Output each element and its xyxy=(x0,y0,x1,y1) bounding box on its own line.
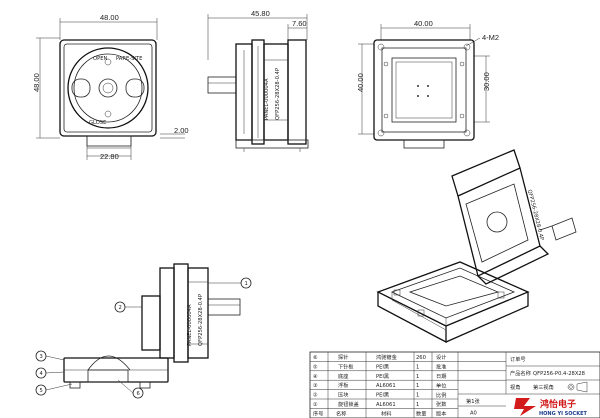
dim-side-width: 45.80 xyxy=(251,9,270,18)
version-value: A0 xyxy=(470,411,477,417)
knob-label-pare: PARE-SITE xyxy=(116,56,142,62)
dim-side-lip: 7.60 xyxy=(292,19,307,28)
part-name-cell: 底座 xyxy=(338,372,348,380)
balloon-2: 2 xyxy=(119,305,122,311)
label-version: 版本 xyxy=(436,410,446,418)
company-logo: 鸿怡电子 HONG YI SOCKET xyxy=(514,398,587,417)
part-no-cell: ① xyxy=(313,402,318,408)
part-name-cell: 浮板 xyxy=(338,381,349,389)
exploded-part-spec: QFP256-28X28-0.4P xyxy=(198,294,204,346)
label-approve: 批准 xyxy=(436,363,446,371)
order-label: 订单号 xyxy=(510,355,526,363)
col-header-no: 序号 xyxy=(313,410,323,418)
label-unit: 单位 xyxy=(436,382,446,390)
part-spec-cell: PEI黑 xyxy=(376,373,389,380)
part-spec-cell: AL6061 xyxy=(376,402,396,408)
part-qty-cell: 1 xyxy=(416,364,419,370)
knob-label-open: OPEN xyxy=(93,56,107,62)
title-block: ⑥ 探针 鸿驰镀金 260 ⑤ 下针板 PEI黑 1 ④ 底座 PEI黑 1 ③ 浮板 AL6061 1 ② 压块… xyxy=(309,351,600,418)
part-name-cell: 探针 xyxy=(338,353,348,361)
part-no-cell: ⑥ xyxy=(313,355,318,361)
label-design: 设计 xyxy=(436,353,446,361)
dim-front-width: 48.00 xyxy=(100,13,119,22)
dim-front-offset: 2.00 xyxy=(174,126,189,135)
part-spec-cell: PEI黑 xyxy=(376,363,389,370)
knob-label-close: GLOSE xyxy=(89,120,106,126)
isometric-view: QFP256-28X28-0.4P xyxy=(376,149,577,344)
side-part-code: PANEL-000004A xyxy=(264,78,270,120)
logo-cn: 鸿怡电子 xyxy=(540,398,576,410)
exploded-part-code: PANEL-000004A xyxy=(187,304,193,346)
product-label: 产品名称 xyxy=(510,369,531,377)
view-value: 第三视角 xyxy=(533,383,554,391)
part-name-cell: 下针板 xyxy=(338,362,354,370)
top-view: 40.00 4-M2 40.00 30.00 xyxy=(356,19,499,149)
view-label: 视角 xyxy=(510,383,520,391)
balloon-3: 3 xyxy=(40,354,43,360)
part-qty-cell: 1 xyxy=(416,393,419,399)
part-name-cell: 旋钮锁盖 xyxy=(338,400,359,408)
product-value: QFP256-P0.4-28X28 xyxy=(533,371,585,377)
col-header-qty: 数量 xyxy=(416,410,426,418)
dim-top-width: 40.00 xyxy=(414,19,433,28)
dim-top-inner: 30.00 xyxy=(482,72,491,91)
balloon-5: 5 xyxy=(40,388,43,394)
dim-front-height: 48.00 xyxy=(32,73,41,92)
logo-en: HONG YI SOCKET xyxy=(539,411,587,417)
dim-front-bottom-width: 22.80 xyxy=(100,152,119,161)
projection-symbol-icon xyxy=(567,381,588,393)
side-view: 45.80 7.60 PANEL-000004A QFP256-28X28-0.… xyxy=(207,9,309,152)
sheet-number: 第1张 xyxy=(466,397,480,405)
part-no-cell: ② xyxy=(313,393,318,399)
part-qty-cell: 260 xyxy=(416,355,426,361)
dim-top-height: 40.00 xyxy=(356,73,365,92)
part-spec-cell: 鸿驰镀金 xyxy=(376,353,398,361)
label-scale: 比例 xyxy=(436,391,446,399)
side-part-spec: QFP256-28X28-0.4P xyxy=(275,68,281,120)
iso-part-spec: QFP256-28X28-0.4P xyxy=(526,189,544,241)
part-no-cell: ④ xyxy=(313,374,318,380)
label-sheets: 张数 xyxy=(436,400,447,408)
exploded-view: PANEL-000004A QFP256-28X28-0.4P 1 2 3 4 … xyxy=(35,263,252,399)
part-qty-cell: 1 xyxy=(416,383,419,389)
balloon-1: 1 xyxy=(245,281,248,287)
part-no-cell: ③ xyxy=(313,383,318,389)
label-date: 日期 xyxy=(436,373,446,380)
hole-note: 4-M2 xyxy=(482,33,499,42)
part-spec-cell: AL6061 xyxy=(376,383,396,389)
part-qty-cell: 1 xyxy=(416,374,419,380)
part-no-cell: ⑤ xyxy=(313,364,318,370)
part-name-cell: 压块 xyxy=(338,391,349,399)
part-spec-cell: PEI黑 xyxy=(376,392,389,399)
col-header-name: 名称 xyxy=(336,410,346,418)
col-header-spec: 材料 xyxy=(381,410,391,418)
part-qty-cell: 1 xyxy=(416,402,419,408)
front-view: 48.00 48.00 OPEN GLOSE PARE-SITE 22.80 2… xyxy=(32,13,189,161)
balloon-6: 6 xyxy=(137,391,140,397)
balloon-4: 4 xyxy=(40,371,44,377)
